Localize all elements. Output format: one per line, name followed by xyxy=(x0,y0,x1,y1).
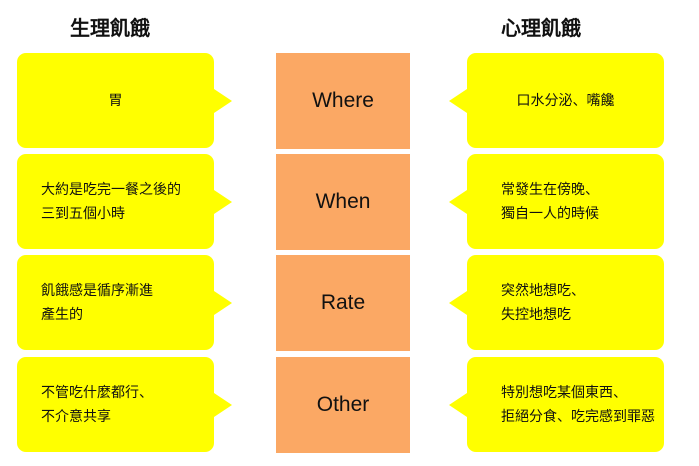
psychological-when-text: 常發生在傍晚、 獨自一人的時候 xyxy=(501,181,599,222)
physical-rate-text: 飢餓感是循序漸進 產生的 xyxy=(41,282,153,323)
category-when-box: When xyxy=(276,154,410,250)
category-where-label: Where xyxy=(312,89,374,112)
physical-hunger-heading: 生理飢餓 xyxy=(70,16,150,40)
physical-where-text: 胃 xyxy=(108,92,123,109)
category-rate-box: Rate xyxy=(276,255,410,351)
category-other-box: Other xyxy=(276,357,410,453)
category-rate-label: Rate xyxy=(320,291,366,314)
category-when-label: When xyxy=(315,190,371,213)
psychological-where-bubble: 口水分泌、嘴饞 xyxy=(449,53,664,148)
psychological-where-text: 口水分泌、嘴饞 xyxy=(516,92,615,109)
psychological-rate-bubble: 突然地想吃、 失控地想吃 xyxy=(449,255,664,350)
category-where-box: Where xyxy=(276,53,410,149)
physical-rate-bubble: 飢餓感是循序漸進 產生的 xyxy=(17,255,232,350)
physical-when-bubble: 大約是吃完一餐之後的 三到五個小時 xyxy=(17,154,232,249)
psychological-when-bubble: 常發生在傍晚、 獨自一人的時候 xyxy=(449,154,664,249)
category-other-label: Other xyxy=(316,393,370,416)
physical-when-text: 大約是吃完一餐之後的 三到五個小時 xyxy=(41,181,181,222)
psychological-other-bubble: 特別想吃某個東西、 拒絕分食、吃完感到罪惡 xyxy=(449,357,664,452)
physical-other-bubble: 不管吃什麼都行、 不介意共享 xyxy=(17,357,232,452)
psychological-rate-text: 突然地想吃、 失控地想吃 xyxy=(501,282,585,323)
psychological-hunger-heading: 心理飢餓 xyxy=(501,16,581,40)
psychological-other-text: 特別想吃某個東西、 拒絕分食、吃完感到罪惡 xyxy=(501,384,655,425)
physical-where-bubble: 胃 xyxy=(17,53,232,148)
physical-other-text: 不管吃什麼都行、 不介意共享 xyxy=(41,384,153,425)
